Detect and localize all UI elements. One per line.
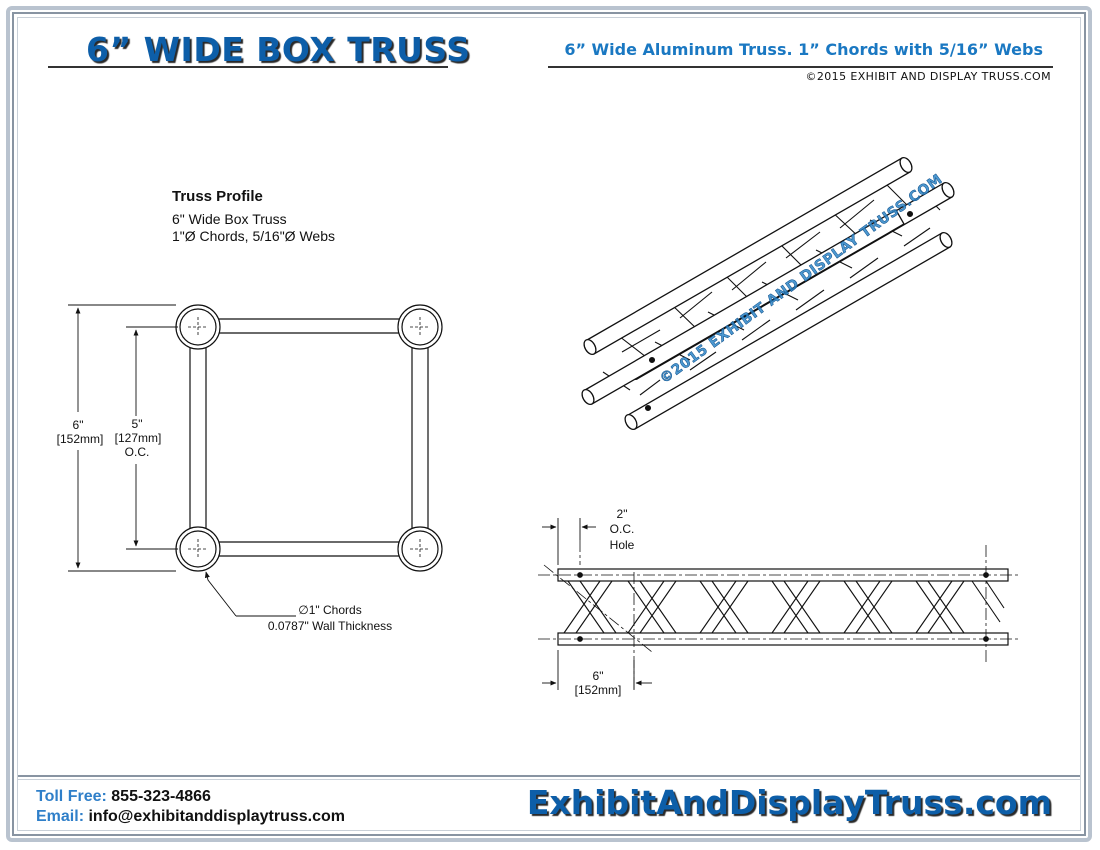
side-inch-label: 6": [593, 669, 604, 683]
dimension-center: [126, 326, 178, 550]
center-oc-label: O.C.: [125, 445, 150, 459]
profile-dimension-labels: 6" [152mm] 5" [127mm] O.C. ∅1" Chords 0.…: [57, 417, 393, 633]
dimension-side: [542, 650, 652, 690]
hole-oc-label: O.C.: [610, 522, 635, 536]
subtitle-underline: [548, 66, 1053, 68]
profile-web-tubes: [189, 318, 429, 557]
email-label: Email:: [36, 808, 85, 825]
page-title: 6” WIDE BOX TRUSS: [86, 30, 471, 69]
center-mm-label: [127mm]: [115, 431, 162, 445]
iso-hole: [644, 404, 652, 412]
page-subtitle: 6” Wide Aluminum Truss. 1” Chords with 5…: [564, 40, 1043, 59]
truss-profile-line-2: 1"Ø Chords, 5/16"Ø Webs: [172, 228, 335, 244]
middle-frame: [12, 12, 1086, 836]
hole-label: Hole: [610, 538, 635, 552]
overall-inch-label: 6": [73, 418, 84, 432]
toll-free-number[interactable]: 855-323-4866: [111, 788, 211, 805]
profile-view: [68, 304, 443, 617]
profile-chord-top-left: [175, 304, 221, 350]
hole-inch-label: 2": [617, 507, 628, 521]
chord-leader-line: [204, 571, 237, 617]
truss-profile-heading: Truss Profile: [172, 188, 263, 205]
toll-free-label: Toll Free:: [36, 788, 107, 805]
inner-frame: [17, 17, 1081, 831]
profile-chord-bottom-left: [175, 526, 221, 572]
wall-thickness-label: 0.0787" Wall Thickness: [268, 619, 392, 633]
side-webs: [563, 580, 1005, 634]
dimension-hole: [542, 518, 596, 565]
title-underline: [48, 66, 448, 68]
isometric-view: [581, 156, 955, 431]
email-line: Email: info@exhibitanddisplaytruss.com: [36, 807, 345, 827]
chords-label: ∅1" Chords: [298, 603, 361, 617]
overall-mm-label: [152mm]: [57, 432, 104, 446]
iso-chord-bottom: [624, 231, 953, 431]
truss-profile-info: Truss Profile 6" Wide Box Truss 1"Ø Chor…: [172, 188, 335, 245]
side-dimension-labels: 2" O.C. Hole 6" [152mm]: [575, 507, 635, 697]
dimension-overall: [68, 304, 176, 572]
contact-info: Toll Free: 855-323-4866 Email: info@exhi…: [36, 787, 345, 827]
email-address[interactable]: info@exhibitanddisplaytruss.com: [88, 808, 345, 825]
iso-chord-lower-left: [581, 209, 905, 406]
profile-chord-bottom-right: [397, 526, 443, 572]
brand-website[interactable]: ExhibitAndDisplayTruss.com: [526, 783, 1052, 822]
side-mm-label: [152mm]: [575, 683, 622, 697]
side-view: [538, 518, 1020, 690]
iso-chord-top: [583, 156, 913, 356]
iso-hole: [648, 356, 656, 364]
iso-hole: [906, 210, 914, 218]
toll-free-line: Toll Free: 855-323-4866: [36, 787, 345, 807]
profile-chord-top-right: [397, 304, 443, 350]
copyright-notice: ©2015 EXHIBIT AND DISPLAY TRUSS.COM: [805, 70, 1051, 83]
center-inch-label: 5": [132, 417, 143, 431]
footer-divider-thin: [18, 779, 1080, 780]
footer-divider: [18, 775, 1080, 777]
truss-profile-line-1: 6" Wide Box Truss: [172, 211, 287, 227]
outer-frame: [6, 6, 1092, 842]
side-centerlines: [538, 540, 1020, 690]
